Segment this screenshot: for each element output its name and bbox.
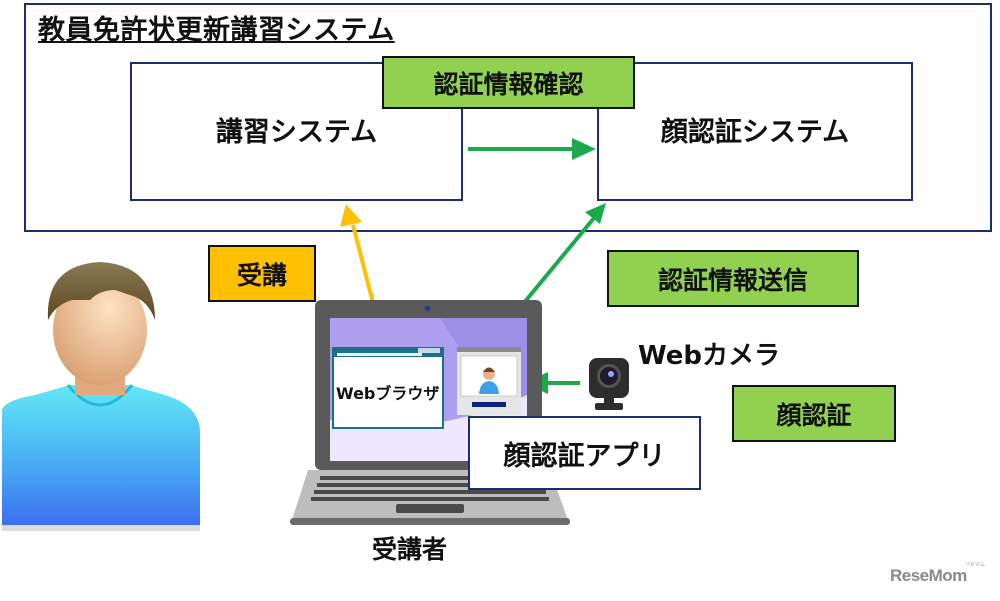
- lecture-system-box: 講習システム: [130, 62, 463, 201]
- auth-confirm-tag: 認証情報確認: [382, 56, 635, 109]
- system-title: 教員免許状更新講習システム: [38, 15, 395, 46]
- learner-label: 受講者: [372, 535, 448, 564]
- learner-avatar: [2, 262, 200, 531]
- webcam-icon: [589, 358, 629, 410]
- face-auth-tag: 顔認証: [732, 385, 896, 442]
- face-system-box: 顔認証システム: [597, 62, 913, 201]
- lecture-system-label: 講習システム: [215, 117, 378, 148]
- attend-label: 受講: [236, 260, 287, 290]
- auth-send-tag: 認証情報送信: [607, 250, 859, 307]
- face-system-label: 顔認証システム: [660, 117, 850, 148]
- face-app-window: [457, 347, 521, 415]
- browser-window: [332, 347, 444, 429]
- browser-label: Webブラウザ: [336, 384, 440, 403]
- auth-confirm-label: 認証情報確認: [433, 69, 584, 99]
- face-app-box: 顔認証アプリ: [468, 416, 701, 490]
- face-app-label: 顔認証アプリ: [503, 440, 666, 472]
- auth-send-label: 認証情報送信: [657, 265, 808, 295]
- face-auth-label: 顔認証: [776, 400, 852, 430]
- webcam-label: Webカメラ: [638, 341, 780, 371]
- attend-tag: 受講: [208, 245, 316, 302]
- arrow-lecture-to-face: [468, 138, 596, 160]
- brand-sub: リセマム: [965, 562, 986, 568]
- brand-logo: ReseMom: [890, 566, 967, 585]
